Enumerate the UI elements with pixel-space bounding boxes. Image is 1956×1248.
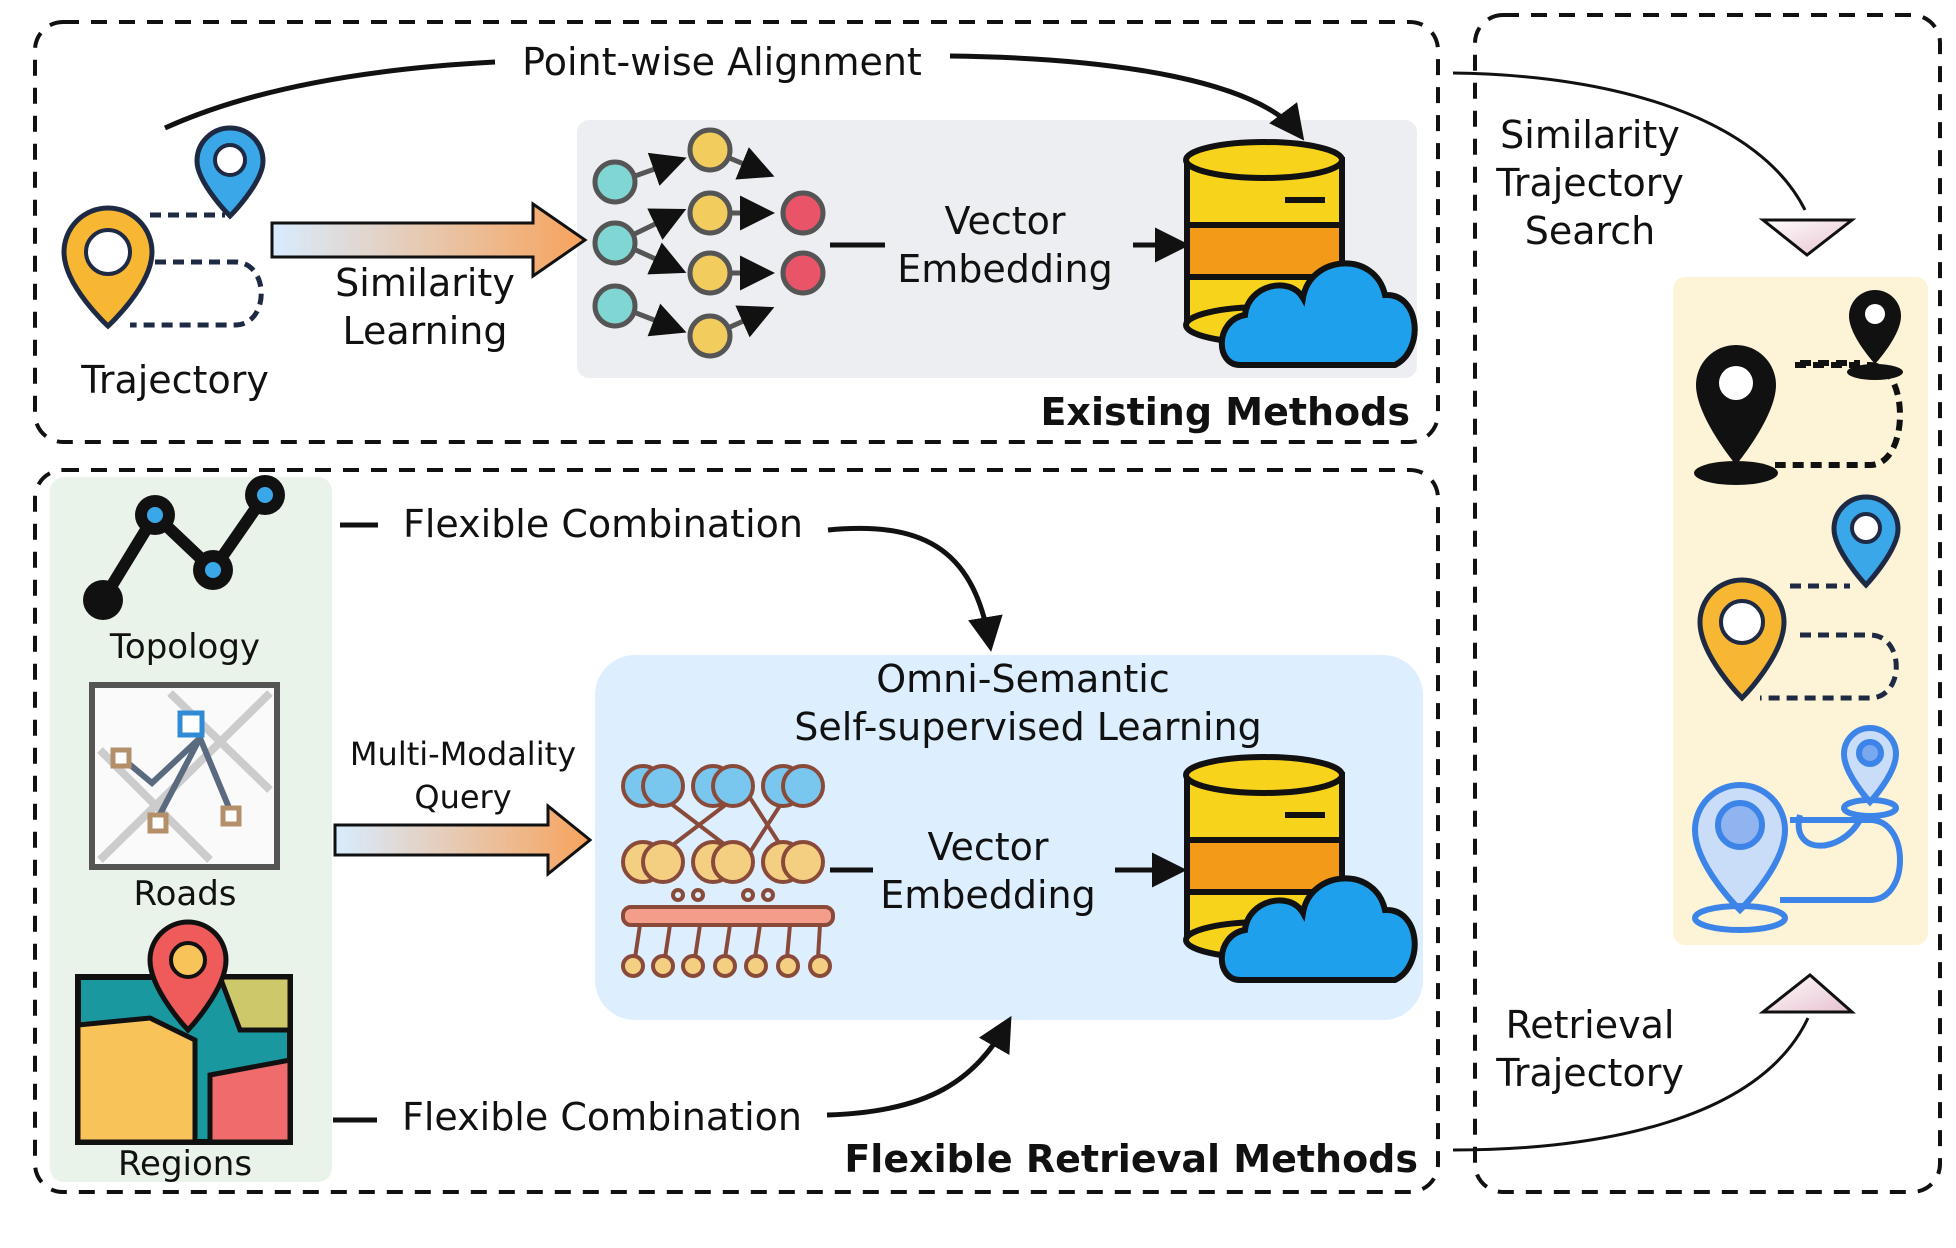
pin-icon <box>61 205 155 330</box>
similarity-trajectory-search-line1: Similarity <box>1500 113 1680 157</box>
retrieval-arrow-head <box>1758 973 1856 1014</box>
trajectory-label: Trajectory <box>80 358 269 402</box>
neural-network-icon <box>621 764 835 978</box>
topology-label: Topology <box>109 627 260 667</box>
vector-embedding-top-line2: Embedding <box>897 247 1113 291</box>
pin-icon <box>147 919 229 1034</box>
pin-icon <box>1831 494 1901 589</box>
roads-label: Roads <box>133 874 236 914</box>
retrieval-trajectory-line2: Trajectory <box>1495 1051 1684 1095</box>
result-trajectory-blue <box>1691 724 1903 933</box>
vector-embedding-bottom-line2: Embedding <box>880 873 1096 917</box>
pin-icon <box>1694 345 1778 485</box>
search-arrow-line <box>1452 71 1807 211</box>
retrieval-arrow-line <box>1452 1017 1810 1152</box>
existing-methods-box <box>33 20 1440 444</box>
flexible-retrieval-methods-title: Flexible Retrieval Methods <box>844 1137 1418 1181</box>
similarity-trajectory-search-line2: Trajectory <box>1495 161 1684 205</box>
omni-semantic-line2: Self-supervised Learning <box>794 705 1261 749</box>
flexible-combination-bottom-arrow <box>826 1015 1012 1118</box>
results-box <box>1473 13 1942 1194</box>
similarity-learning-label-line2: Learning <box>343 309 508 353</box>
neural-network-icon <box>592 127 826 359</box>
point-wise-alignment-label: Point-wise Alignment <box>522 40 922 84</box>
similarity-learning-label-line1: Similarity <box>335 261 515 305</box>
omni-semantic-line1: Omni-Semantic <box>876 657 1170 701</box>
pin-icon <box>1697 577 1787 702</box>
flexible-combination-top-arrow <box>827 525 1003 652</box>
pin-icon <box>194 125 266 220</box>
pin-icon <box>1847 290 1903 380</box>
trajectory-icon <box>61 125 266 330</box>
vector-embedding-bottom-line1: Vector <box>927 825 1048 869</box>
retrieval-trajectory-line1: Retrieval <box>1506 1003 1675 1047</box>
result-trajectory-colored <box>1697 494 1901 702</box>
search-arrow-head <box>1758 218 1857 257</box>
region-map-icon <box>75 919 293 1145</box>
multi-modality-query-arrow <box>333 802 593 878</box>
point-wise-alignment-arc-left <box>163 59 496 131</box>
regions-label: Regions <box>118 1144 252 1184</box>
flexible-retrieval-box <box>33 468 1440 1194</box>
similarity-trajectory-search-line3: Search <box>1525 209 1656 253</box>
similarity-learning-arrow <box>270 201 588 279</box>
cloud-icon <box>1218 875 1418 983</box>
cloud-icon <box>1218 260 1418 368</box>
flexible-combination-top-label: Flexible Combination <box>403 502 803 546</box>
result-trajectory-black <box>1694 290 1903 485</box>
multi-modality-query-line2: Query <box>414 778 511 816</box>
flexible-combination-bottom-label: Flexible Combination <box>402 1095 802 1139</box>
multi-modality-query-line1: Multi-Modality <box>350 735 576 773</box>
existing-methods-title: Existing Methods <box>1040 390 1410 434</box>
road-map-icon <box>89 682 280 870</box>
point-wise-alignment-arc-right <box>949 53 1305 141</box>
topology-icon <box>83 475 285 620</box>
vector-embedding-top-line1: Vector <box>944 199 1065 243</box>
